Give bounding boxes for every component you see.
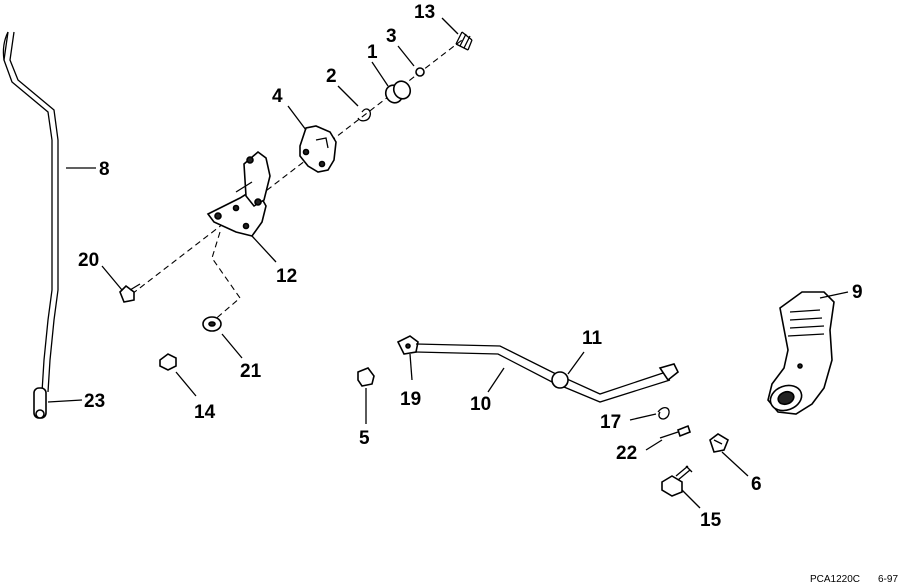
bolt-part-20	[119, 283, 141, 303]
callout-5: 5	[359, 428, 370, 449]
callout-numbers: 1 2 3 4 5 6 8 9 10 11 12 13 14 15 17 19 …	[78, 2, 863, 531]
drawing-code: PCA1220C	[810, 574, 860, 585]
callout-13: 13	[414, 2, 435, 23]
callout-10: 10	[470, 394, 491, 415]
callout-17: 17	[600, 412, 621, 433]
callout-11: 11	[582, 328, 603, 349]
callout-20: 20	[78, 250, 99, 271]
callout-3: 3	[386, 26, 397, 47]
assembly-axis-line	[131, 39, 463, 295]
callout-19: 19	[400, 389, 421, 410]
bushing-part-6	[709, 433, 729, 453]
clip-part-17	[657, 407, 670, 420]
callout-15: 15	[700, 510, 722, 531]
lever-rod-part-10	[396, 335, 680, 403]
rod-part-8	[2, 31, 59, 393]
callout-9: 9	[852, 282, 863, 303]
assembly-axis-link-12-21	[211, 231, 241, 323]
bushing-part-1	[384, 80, 412, 104]
callout-12: 12	[276, 266, 297, 287]
clip-part-2	[357, 108, 372, 122]
callout-1: 1	[367, 42, 378, 63]
handle-part-9	[767, 291, 835, 415]
callout-23: 23	[84, 391, 105, 412]
pin-part-22	[659, 424, 691, 439]
washer-part-21	[202, 316, 222, 332]
clip-part-5	[357, 367, 375, 387]
cam-part-4	[299, 125, 337, 173]
nut-part-14	[159, 353, 177, 371]
pivot-part-11	[551, 371, 569, 389]
callout-14: 14	[194, 402, 216, 423]
callout-6: 6	[751, 474, 762, 495]
callout-4: 4	[272, 86, 283, 107]
rod-end-part-23	[33, 387, 47, 419]
ball-part-3	[415, 67, 425, 77]
screw-part-15	[661, 465, 693, 497]
callout-8: 8	[99, 159, 110, 180]
callout-22: 22	[616, 443, 637, 464]
callout-2: 2	[326, 66, 337, 87]
spring-part-13	[455, 31, 473, 51]
date-code: 6-97	[878, 574, 898, 585]
leader-lines	[47, 17, 849, 509]
callout-21: 21	[240, 361, 262, 382]
bracket-part-12	[206, 150, 271, 237]
